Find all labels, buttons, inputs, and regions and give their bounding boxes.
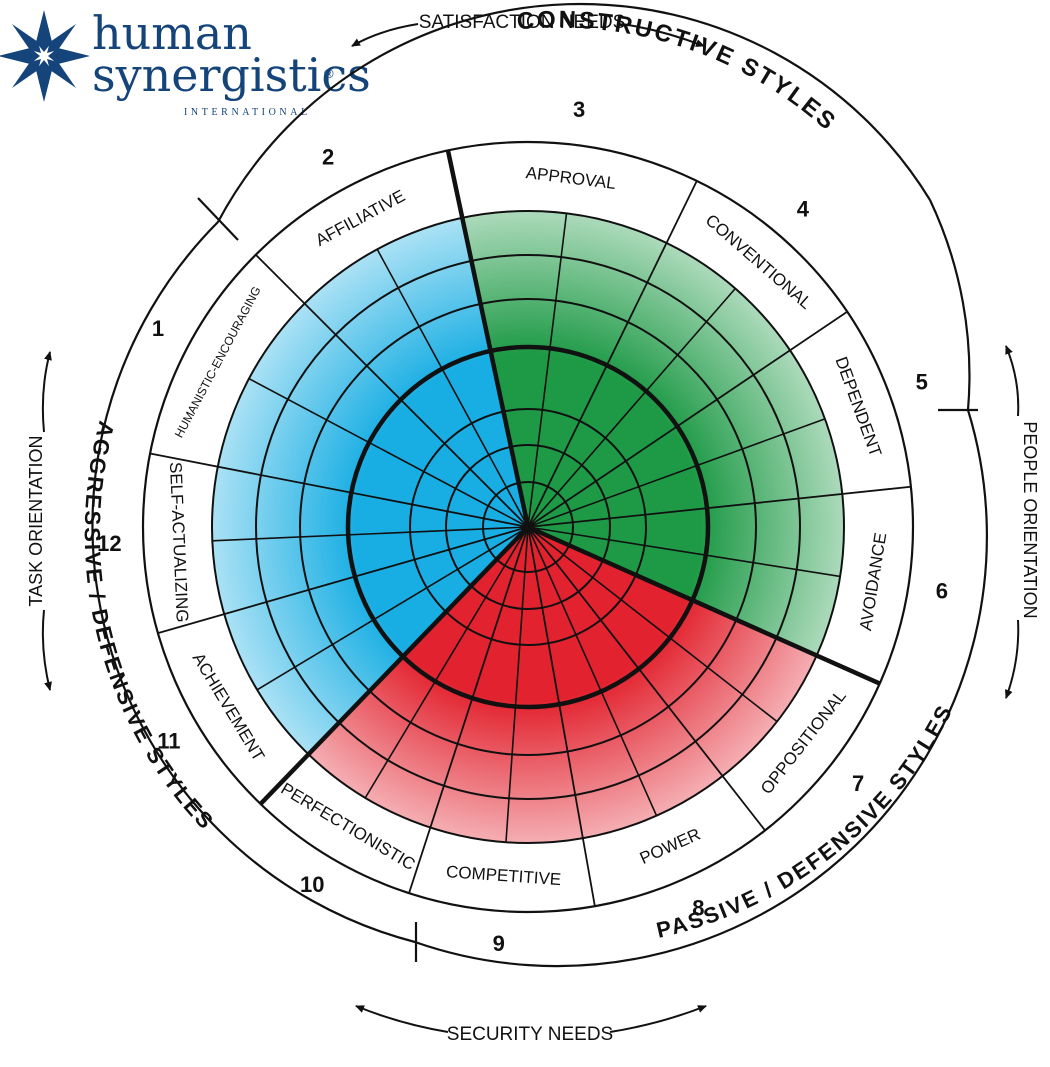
segment-label-dependent: DEPENDENT xyxy=(831,354,885,459)
segment-number-8: 8 xyxy=(692,896,704,921)
passive-outer-arc xyxy=(414,409,988,968)
segment-fill-1 xyxy=(217,303,528,527)
segment-fill-10 xyxy=(308,527,528,828)
arc-tick-marks xyxy=(197,197,978,962)
star-burst-icon xyxy=(0,10,90,102)
segment-mid-line xyxy=(212,526,529,542)
segment-number-5: 5 xyxy=(916,370,928,395)
segment-mid-line xyxy=(527,526,841,578)
segment-divider-line xyxy=(157,526,529,634)
segment-mid-line xyxy=(505,526,529,843)
aggressive-outer-arc xyxy=(91,221,416,944)
segment-number-7: 7 xyxy=(852,771,864,796)
percentile-ring xyxy=(299,298,757,756)
segment-label-self-actualizing: SELF-ACTUALIZING xyxy=(166,462,192,623)
segment-divider-line xyxy=(527,526,596,907)
segment-number-9: 9 xyxy=(493,931,505,956)
segment-label-approval: APPROVAL xyxy=(525,163,617,193)
cluster-fills xyxy=(212,211,844,844)
outer-label-ring xyxy=(141,140,915,914)
logo-word-international: INTERNATIONAL xyxy=(184,107,311,118)
constructive-outer-arc-right xyxy=(929,199,971,411)
segment-number-6: 6 xyxy=(936,578,948,603)
segment-number-3: 3 xyxy=(573,97,585,122)
segment-mid-line xyxy=(364,526,529,799)
segment-mid-line xyxy=(527,418,826,528)
segment-divider-line xyxy=(255,254,529,528)
segment-label-power: POWER xyxy=(637,825,703,868)
people-orientation-group: PEOPLE ORIENTATION xyxy=(1005,345,1040,699)
segment-number-4: 4 xyxy=(797,197,810,222)
cluster-divider-line xyxy=(258,525,530,806)
segment-divider-line xyxy=(527,180,698,528)
segment-mid-line xyxy=(527,213,568,528)
segment-fill-9 xyxy=(430,527,583,844)
people-orientation-label: PEOPLE ORIENTATION xyxy=(1020,421,1040,618)
segment-mid-line xyxy=(376,248,529,528)
constructive-outer-arc xyxy=(217,2,931,223)
segment-fill-8 xyxy=(528,527,723,839)
segment-mid-line xyxy=(248,377,529,528)
segment-number-1: 1 xyxy=(152,316,164,341)
segment-fill-11 xyxy=(224,527,528,755)
segment-divider-line xyxy=(149,452,529,528)
segment-fill-2 xyxy=(304,217,528,527)
segment-divider-line xyxy=(527,526,766,831)
satisfaction-needs-label: SATISFACTION NEEDS xyxy=(419,12,626,33)
segment-mid-line xyxy=(527,287,736,528)
logo-word-synergistics: synergistics xyxy=(92,48,371,102)
security-needs-group: SECURITY NEEDS xyxy=(355,1005,707,1045)
segment-fill-6 xyxy=(528,493,844,656)
segment-mid-line xyxy=(527,526,658,817)
satisfaction-needs-group: SATISFACTION NEEDS xyxy=(351,12,705,47)
logo-word-human: human xyxy=(92,6,252,60)
human-synergistics-logo: human synergistics ® INTERNATIONAL xyxy=(0,0,371,128)
cluster-divider-line xyxy=(445,149,531,528)
outer-arcs xyxy=(91,2,988,968)
segment-mid-line xyxy=(256,526,529,691)
logo-registered-mark: ® xyxy=(324,66,334,81)
segment-divider-line xyxy=(527,485,911,528)
grid-lines xyxy=(141,140,915,914)
segment-divider-line xyxy=(527,310,848,528)
segment-number-2: 2 xyxy=(322,145,334,170)
task-orientation-group: TASK ORIENTATION xyxy=(26,351,52,691)
cluster-divider-line xyxy=(527,524,881,686)
segment-fill-4 xyxy=(528,242,790,527)
segment-number-12: 12 xyxy=(97,531,121,556)
segment-label-competitive: COMPETITIVE xyxy=(445,862,561,889)
segment-mid-line xyxy=(527,526,778,723)
segment-fill-7 xyxy=(528,527,817,777)
fiftieth-percentile-ring xyxy=(345,344,711,710)
percentile-ring xyxy=(255,254,801,800)
aggressive-defensive-styles-title: AGGRESSIVE / DEFENSIVE STYLES xyxy=(80,419,220,835)
segment-number-11: 11 xyxy=(157,729,180,754)
percentile-ring xyxy=(409,408,647,646)
segment-label-avoidance: AVOIDANCE xyxy=(856,531,890,632)
task-orientation-label: TASK ORIENTATION xyxy=(26,435,46,606)
segment-number-10: 10 xyxy=(300,872,324,897)
security-needs-label: SECURITY NEEDS xyxy=(447,1024,613,1045)
segment-divider-line xyxy=(408,526,529,894)
segment-fill-12 xyxy=(212,466,528,615)
percentile-ring xyxy=(211,210,845,844)
percentile-ring xyxy=(445,444,611,610)
percentile-ring xyxy=(482,481,574,573)
